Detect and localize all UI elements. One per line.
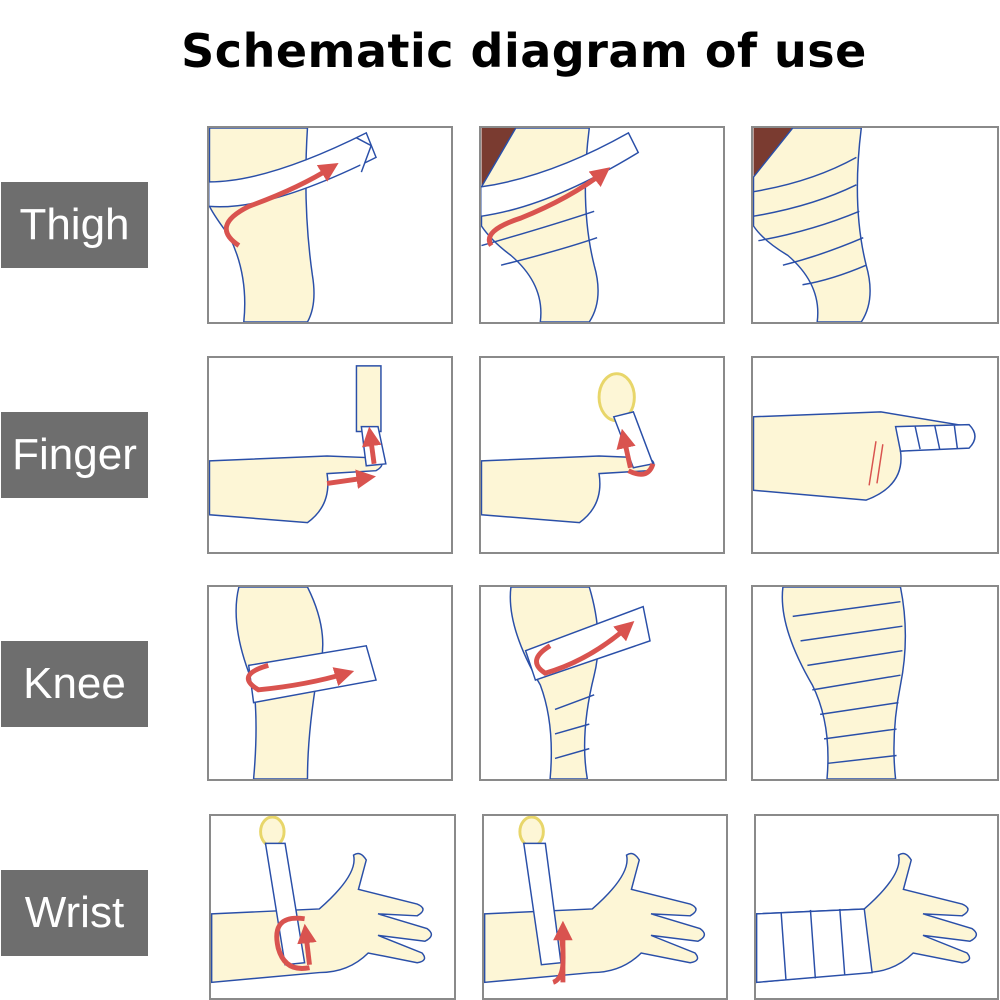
row-label-finger: Finger [1,412,148,498]
knee-step-3-illustration [781,587,907,779]
wrist-step-1-panel [209,814,456,1000]
thigh-step-1-illustration [209,128,377,322]
row-label-thigh: Thigh [1,182,148,268]
wrist-step-3-panel [754,814,999,1000]
knee-step-3-panel [751,585,999,781]
thigh-step-3-illustration [753,128,871,322]
finger-step-1-panel [207,356,453,554]
wrist-step-2-panel [482,814,728,1000]
knee-step-2-panel [479,585,727,781]
row-label-knee: Knee [1,641,148,727]
page-title: Schematic diagram of use [181,24,867,78]
knee-step-1-illustration [235,587,377,779]
finger-step-2-illustration [481,372,656,524]
wrist-step-3-illustration [756,852,978,984]
thigh-step-2-panel [479,126,725,324]
thigh-step-3-panel [751,126,999,324]
row-label-wrist: Wrist [1,870,148,956]
finger-step-2-panel [479,356,725,554]
knee-step-2-illustration [509,587,651,779]
thigh-step-2-illustration [481,128,640,322]
wrist-step-2-illustration [484,816,706,985]
finger-step-3-panel [751,356,999,554]
finger-step-1-illustration [209,365,387,524]
finger-step-3-illustration [753,411,976,501]
thigh-step-1-panel [207,126,453,324]
wrist-step-1-illustration [211,816,433,984]
knee-step-1-panel [207,585,453,781]
